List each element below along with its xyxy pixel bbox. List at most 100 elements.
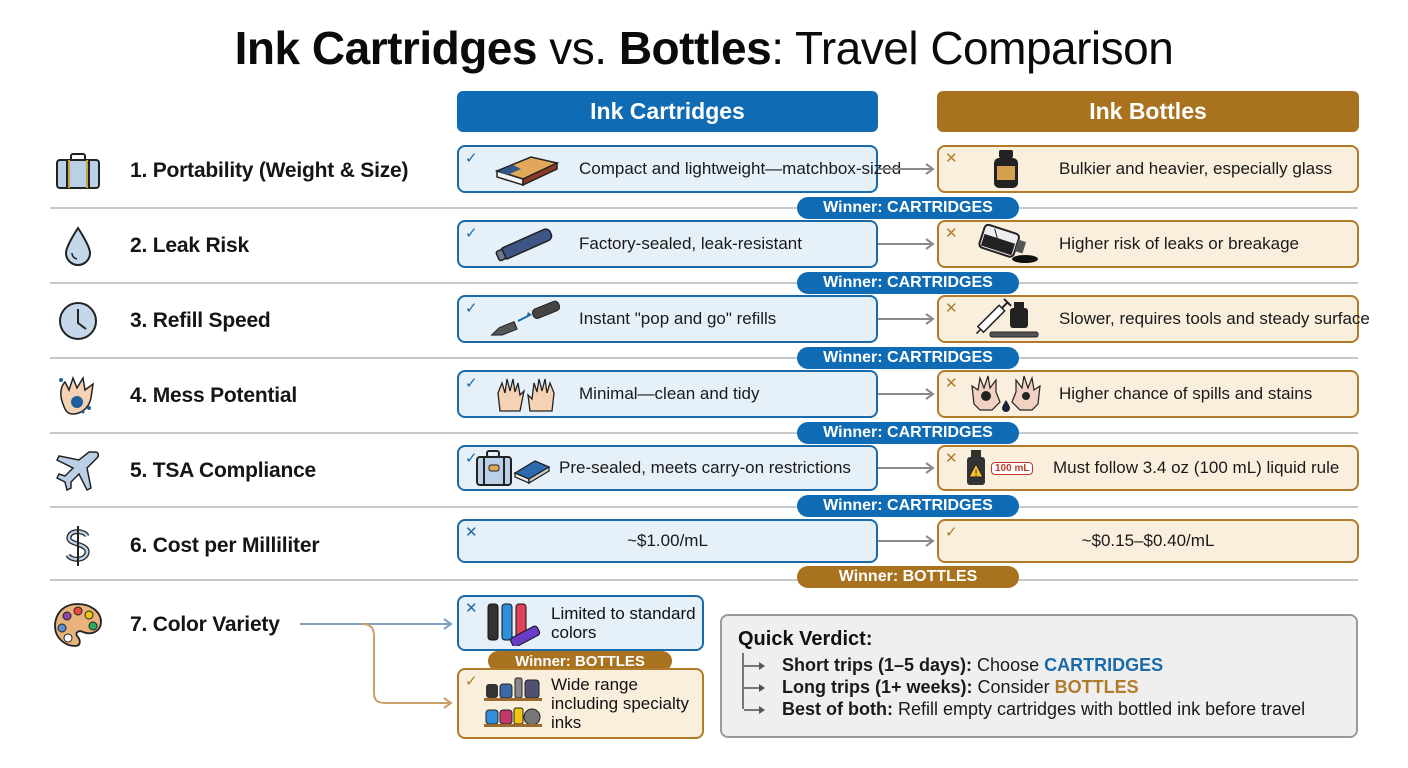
category-label: 5. TSA Compliance <box>130 459 317 482</box>
category: 1. Portability (Weight & Size) <box>50 147 409 195</box>
colored-cartridges-icon <box>481 600 547 646</box>
row-divider <box>50 207 1358 209</box>
row-divider <box>50 357 1358 359</box>
check-icon: ✓ <box>465 225 478 242</box>
volume-label: 100 mL <box>991 461 1034 475</box>
title-suffix: : Travel Comparison <box>771 22 1174 74</box>
suitcase-icon <box>50 149 106 193</box>
matchbox-icon <box>481 148 571 190</box>
check-icon: ✓ <box>465 450 478 467</box>
category: 2. Leak Risk <box>50 222 249 270</box>
check-icon: ✓ <box>465 300 478 317</box>
x-icon: ✕ <box>945 300 958 317</box>
x-icon: ✕ <box>945 375 958 392</box>
x-icon: ✕ <box>945 225 958 242</box>
comparison-row-leak-risk: 2. Leak Risk ✓ Factory-sealed, leak-resi… <box>50 218 1359 294</box>
category-label: 3. Refill Speed <box>130 309 271 332</box>
cell-text: ~$1.00/mL <box>627 531 708 550</box>
cartridge-cell: ✓ Minimal—clean and tidy <box>457 370 878 418</box>
arrow-icon <box>878 313 935 325</box>
cartridge-cell: ✓ Factory-sealed, leak-resistant <box>457 220 878 268</box>
luggage-cartridges-icon <box>475 447 551 489</box>
x-icon: ✕ <box>945 450 958 467</box>
category-label: 2. Leak Risk <box>130 234 250 257</box>
quick-verdict-panel: Quick Verdict: Short trips (1–5 days): C… <box>720 614 1358 738</box>
clean-hands-icon <box>481 373 571 415</box>
category: 6. Cost per Milliliter <box>50 522 320 570</box>
x-icon: ✕ <box>465 600 478 617</box>
title-vs: vs. <box>536 22 619 74</box>
bottle-cell: ✕ Higher chance of spills and stains <box>937 370 1359 418</box>
row-divider <box>50 506 1358 508</box>
cartridge-cell: ✕ ~$1.00/mL <box>457 519 878 563</box>
verdict-line-short-trips: Short trips (1–5 days): Choose CARTRIDGE… <box>738 654 1340 676</box>
airplane-icon <box>50 449 106 493</box>
row-divider <box>50 282 1358 284</box>
dollar-icon <box>50 524 106 568</box>
arrow-icon <box>878 388 935 400</box>
winner-badge: Winner: CARTRIDGES <box>797 422 1019 444</box>
verdict-line-label: Best of both: <box>782 699 893 719</box>
cell-text: Compact and lightweight—matchbox-sized <box>579 159 902 178</box>
cartridge-cell: ✓ Compact and lightweight—matchbox-sized <box>457 145 901 193</box>
syringe-bottle-icon <box>961 298 1051 340</box>
winner-badge: Winner: CARTRIDGES <box>797 347 1019 369</box>
bottle-cell: ✓ ~$0.15–$0.40/mL <box>937 519 1359 563</box>
category-label: 7. Color Variety <box>130 613 280 636</box>
cartridge-cell: ✓ Pre-sealed, meets carry-on restriction… <box>457 445 878 491</box>
verdict-heading: Quick Verdict: <box>738 628 873 650</box>
verdict-line-text: Choose <box>972 655 1045 675</box>
verdict-highlight-cartridges: CARTRIDGES <box>1044 655 1164 675</box>
comparison-row-cost: 6. Cost per Milliliter ✕ ~$1.00/mL ✓ ~$0… <box>50 516 1359 588</box>
arrow-icon <box>744 706 765 714</box>
bottle-cell: ✕ Higher risk of leaks or breakage <box>937 220 1359 268</box>
cell-text: Bulkier and heavier, especially glass <box>1059 159 1333 178</box>
category-label: 4. Mess Potential <box>130 384 297 407</box>
bottle-cell: ✓ Wide range including specialty inks <box>457 668 704 739</box>
check-icon: ✓ <box>465 375 478 392</box>
pen-cartridge-icon <box>481 298 571 340</box>
clock-icon <box>50 299 106 343</box>
droplet-icon <box>50 224 106 268</box>
cartridge-icon <box>481 223 571 265</box>
title-cartridges: Ink Cartridges <box>234 22 538 74</box>
cell-text: Pre-sealed, meets carry-on restrictions <box>559 458 851 477</box>
comparison-row-refill-speed: 3. Refill Speed ✓ Instant "pop and go" r… <box>50 293 1370 369</box>
page-title: Ink Cartridges vs. Bottles: Travel Compa… <box>0 20 1408 76</box>
verdict-line-long-trips: Long trips (1+ weeks): Consider BOTTLES <box>738 676 1340 698</box>
verdict-line-label: Long trips (1+ weeks): <box>782 677 973 697</box>
arrow-icon <box>878 535 935 547</box>
cell-text: Factory-sealed, leak-resistant <box>579 234 802 253</box>
winner-badge: Winner: BOTTLES <box>797 566 1019 588</box>
column-header-bottles: Ink Bottles <box>937 91 1359 132</box>
winner-badge: Winner: BOTTLES <box>488 651 672 671</box>
cell-text: Instant "pop and go" refills <box>579 309 777 328</box>
bottle-cell: ✕ ! 100 mL Must follow 3.4 oz (100 mL) l… <box>937 445 1359 491</box>
verdict-line-text: Refill empty cartridges with bottled ink… <box>892 699 1306 719</box>
verdict-line-best-of-both: Best of both: Refill empty cartridges wi… <box>738 698 1340 720</box>
check-icon: ✓ <box>465 673 478 690</box>
winner-badge: Winner: CARTRIDGES <box>797 197 1019 219</box>
arrow-icon <box>878 238 935 250</box>
category: 7. Color Variety <box>50 601 280 649</box>
x-icon: ✕ <box>945 150 958 167</box>
cartridge-cell: ✓ Instant "pop and go" refills <box>457 295 878 343</box>
ink-bottles-shelf-icon <box>481 676 547 732</box>
verdict-line-text: Consider <box>972 677 1055 697</box>
stained-hand-icon <box>50 374 106 418</box>
arrow-icon <box>878 462 935 474</box>
stained-hands-icon <box>961 373 1051 415</box>
cell-text: Limited to standard colors <box>551 604 696 642</box>
row-divider <box>50 579 1358 581</box>
row-divider <box>50 432 1358 434</box>
svg-text:!: ! <box>974 469 978 479</box>
title-bottles: Bottles <box>618 22 772 74</box>
arrow-icon <box>878 163 935 175</box>
winner-badge: Winner: CARTRIDGES <box>797 272 1019 294</box>
comparison-row-portability: 1. Portability (Weight & Size) ✓ Compact… <box>50 143 1359 219</box>
check-icon: ✓ <box>465 150 478 167</box>
cartridge-cell: ✕ Limited to standard colors <box>457 595 704 651</box>
category: 4. Mess Potential <box>50 372 297 420</box>
bottle-cell: ✕ Bulkier and heavier, especially glass <box>937 145 1359 193</box>
comparison-row-tsa-compliance: 5. TSA Compliance ✓ Pre-sealed, meets ca… <box>50 443 1359 517</box>
